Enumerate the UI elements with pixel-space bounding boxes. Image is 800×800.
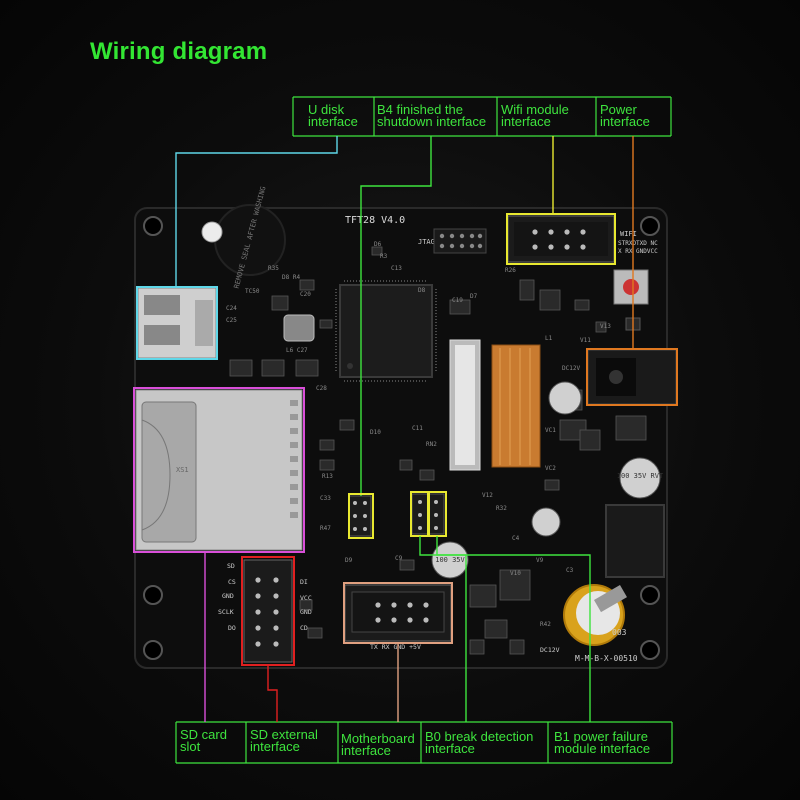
svg-text:D8: D8 <box>418 287 426 294</box>
svg-text:C33: C33 <box>320 495 331 502</box>
svg-text:D7: D7 <box>470 293 478 300</box>
svg-text:R13: R13 <box>322 473 333 480</box>
svg-text:JTAG: JTAG <box>418 238 435 246</box>
svg-text:R42: R42 <box>540 621 551 628</box>
svg-text:XS1: XS1 <box>176 466 189 474</box>
svg-text:CD: CD <box>300 624 308 632</box>
b0-header-highlight <box>410 491 429 537</box>
svg-text:CS: CS <box>228 578 236 586</box>
svg-text:R47: R47 <box>320 525 331 532</box>
sd-left-pins: SD CS GND SCLK DO <box>218 562 236 632</box>
svg-text:DC12V: DC12V <box>562 365 580 372</box>
svg-text:C3: C3 <box>566 567 574 574</box>
svg-text:GND: GND <box>300 608 312 616</box>
svg-text:X RX GNDVCC: X RX GNDVCC <box>618 248 658 255</box>
svg-text:VC1: VC1 <box>545 427 556 434</box>
svg-text:D10: D10 <box>370 429 381 436</box>
svg-text:C24: C24 <box>226 305 237 312</box>
svg-text:C20: C20 <box>300 291 311 298</box>
svg-text:R32: R32 <box>496 505 507 512</box>
b1-header-highlight <box>428 491 447 537</box>
svg-text:V12: V12 <box>482 492 493 499</box>
board-serial: M-M-B-X-00510 <box>575 654 638 663</box>
svg-text:TX RX GND +5V: TX RX GND +5V <box>370 643 421 651</box>
b4-header-highlight <box>348 493 374 539</box>
svg-text:003: 003 <box>612 628 627 637</box>
svg-text:GND: GND <box>222 592 234 600</box>
svg-text:WIFI: WIFI <box>620 230 637 238</box>
svg-text:SCLK: SCLK <box>218 608 234 616</box>
svg-text:C4: C4 <box>512 535 520 542</box>
svg-text:C19: C19 <box>452 297 463 304</box>
power-jack-highlight <box>586 348 678 406</box>
svg-text:C11: C11 <box>412 425 423 432</box>
svg-text:DC12V: DC12V <box>540 646 560 654</box>
svg-text:V13: V13 <box>600 323 611 330</box>
svg-text:C13: C13 <box>391 265 402 272</box>
sd-right-pins: DI VCC GND CD <box>300 578 312 632</box>
mcu-chip <box>339 284 433 378</box>
svg-text:100 35V RVT: 100 35V RVT <box>617 472 664 480</box>
wifi-header-highlight <box>506 213 616 265</box>
svg-text:D8 R4: D8 R4 <box>282 274 300 281</box>
svg-text:C9: C9 <box>395 555 403 562</box>
svg-text:DI: DI <box>300 578 308 586</box>
svg-text:V11: V11 <box>580 337 591 344</box>
svg-text:DO: DO <box>228 624 236 632</box>
page-title: Wiring diagram <box>90 38 268 65</box>
sd-external-highlight <box>241 556 295 666</box>
svg-text:STRXDTXD NC: STRXDTXD NC <box>618 240 658 247</box>
svg-text:100 35V: 100 35V <box>435 556 465 564</box>
svg-text:SD: SD <box>227 562 235 570</box>
svg-text:R3: R3 <box>380 253 388 260</box>
svg-text:RN2: RN2 <box>426 441 437 448</box>
usb-highlight <box>136 286 218 360</box>
svg-text:R26: R26 <box>505 267 516 274</box>
svg-text:VCC: VCC <box>300 594 312 602</box>
svg-text:D6: D6 <box>374 241 382 248</box>
sd-slot-highlight <box>133 387 305 553</box>
svg-text:R35: R35 <box>268 265 279 272</box>
svg-text:L6 C27: L6 C27 <box>286 347 308 354</box>
svg-text:C28: C28 <box>316 385 327 392</box>
svg-text:C25: C25 <box>226 317 237 324</box>
svg-text:V10: V10 <box>510 570 521 577</box>
svg-text:VC2: VC2 <box>545 465 556 472</box>
svg-text:TC50: TC50 <box>245 288 260 295</box>
motherboard-highlight <box>343 582 453 644</box>
board-model-label: TFT28 V4.0 <box>345 215 405 226</box>
svg-text:D9: D9 <box>345 557 353 564</box>
svg-text:V9: V9 <box>536 557 544 564</box>
svg-text:L1: L1 <box>545 335 553 342</box>
